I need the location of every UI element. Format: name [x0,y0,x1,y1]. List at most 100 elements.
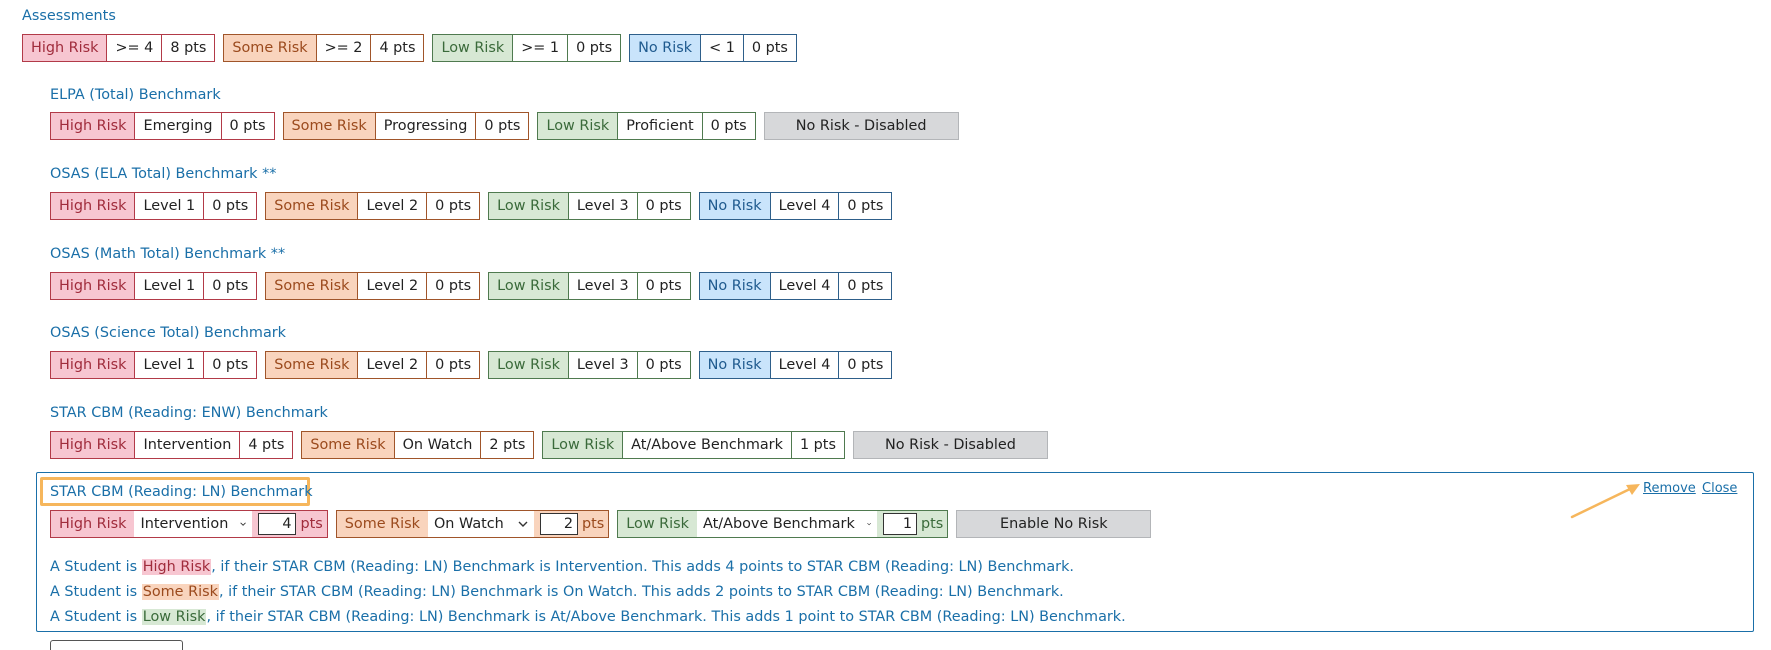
benchmark-points: 0 pts [203,193,256,219]
risk-label: Some Risk [224,35,316,61]
description-suffix: , if their STAR CBM (Reading: LN) Benchm… [206,609,1126,625]
benchmark-high-risk[interactable]: High Risk Emerging 0 pts [50,112,275,140]
benchmark-points: 0 pts [636,193,690,219]
points-unit: pts [921,516,944,532]
benchmark-some-risk[interactable]: Some Risk On Watch 2 pts [301,431,535,459]
benchmark-title[interactable]: OSAS (ELA Total) Benchmark ** [50,166,277,182]
select-value: On Watch [433,516,504,532]
benchmark-points: 0 pts [426,273,479,299]
benchmark-points: 2 pts [480,432,533,458]
risk-description: A Student is High Risk, if their STAR CB… [50,558,1074,576]
benchmark-edit-panel [36,472,1754,632]
benchmark-some-risk[interactable]: Some Risk Level 2 0 pts [265,272,481,300]
some-risk-select[interactable]: On Watch [427,511,534,537]
benchmark-title[interactable]: ELPA (Total) Benchmark [50,87,221,103]
benchmark-points: 0 pts [203,273,256,299]
benchmark-points: 0 pts [636,352,690,378]
benchmark-value: Level 3 [567,193,637,219]
benchmark-high-risk[interactable]: High Risk Level 1 0 pts [50,272,258,300]
benchmark-value: Level 3 [567,352,637,378]
threshold-high-risk[interactable]: High Risk >= 4 8 pts [22,34,216,62]
threshold-condition: >= 4 [106,35,161,61]
benchmark-title[interactable]: OSAS (Math Total) Benchmark ** [50,246,286,262]
benchmark-value: Progressing [374,113,476,139]
benchmark-some-risk[interactable]: Some Risk Level 2 0 pts [265,351,481,379]
benchmark-high-risk[interactable]: High Risk Intervention 4 pts [50,431,294,459]
description-prefix: A Student is [50,584,142,600]
benchmark-points: 0 pts [475,113,528,139]
description-suffix: , if their STAR CBM (Reading: LN) Benchm… [218,584,1064,600]
select-value: Intervention [140,516,229,532]
benchmark-value: Level 4 [769,352,839,378]
benchmark-low-risk[interactable]: Low Risk Level 3 0 pts [488,192,691,220]
risk-label: High Risk [59,516,127,532]
threshold-condition: >= 2 [315,35,371,61]
edit-low-risk: Low Risk At/Above Benchmark pts [617,510,949,538]
benchmark-title[interactable]: OSAS (Science Total) Benchmark [50,325,287,341]
benchmark-value: Proficient [617,113,701,139]
benchmark-high-risk[interactable]: High Risk Level 1 0 pts [50,192,258,220]
risk-description: A Student is Low Risk, if their STAR CBM… [50,608,1126,626]
page-title: Assessments [22,8,116,24]
threshold-condition: < 1 [700,35,743,61]
threshold-low-risk[interactable]: Low Risk >= 1 0 pts [432,34,622,62]
low-risk-points-input[interactable] [883,513,918,535]
risk-badge: Some Risk [141,584,219,600]
enable-no-risk-button[interactable]: Enable No Risk [956,510,1152,538]
edit-panel-title: STAR CBM (Reading: LN) Benchmark [50,484,313,500]
risk-label: Some Risk [302,432,394,458]
select-value: At/Above Benchmark [703,516,855,532]
risk-description: A Student is Some Risk, if their STAR CB… [50,583,1064,601]
edit-some-risk: Some Risk On Watch pts [335,510,610,538]
points-unit: pts [300,516,323,532]
close-link[interactable]: Close [1702,481,1738,496]
benchmark-value: Level 4 [769,273,839,299]
description-prefix: A Student is [50,559,142,575]
benchmark-low-risk[interactable]: Low Risk Level 3 0 pts [488,351,691,379]
no-risk-disabled: No Risk - Disabled [763,112,959,140]
benchmark-row: High Risk Level 1 0 pts Some Risk Level … [50,192,900,220]
risk-label: Low Risk [538,113,618,139]
high-risk-select[interactable]: Intervention [134,511,253,537]
benchmark-value: Level 2 [357,193,426,219]
description-suffix: , if their STAR CBM (Reading: LN) Benchm… [211,559,1075,575]
risk-label: No Risk [699,352,770,378]
benchmark-points: 0 pts [220,113,274,139]
focus-highlight [40,477,310,506]
benchmark-points: 0 pts [838,193,891,219]
risk-label: Some Risk [266,352,358,378]
benchmark-low-risk[interactable]: Low Risk Level 3 0 pts [488,272,691,300]
risk-label: Some Risk [344,516,420,532]
risk-label: No Risk [630,35,701,61]
risk-label: High Risk [51,273,135,299]
benchmark-value: Intervention [134,432,239,458]
some-risk-points-input[interactable] [539,513,578,535]
benchmark-title[interactable]: STAR CBM (Reading: ENW) Benchmark [50,405,328,421]
threshold-some-risk[interactable]: Some Risk >= 2 4 pts [223,34,425,62]
risk-label: High Risk [51,432,135,458]
benchmark-high-risk[interactable]: High Risk Level 1 0 pts [50,351,258,379]
benchmark-row: High Risk Level 1 0 pts Some Risk Level … [50,351,900,379]
risk-label: Some Risk [266,273,358,299]
benchmark-some-risk[interactable]: Some Risk Progressing 0 pts [282,112,530,140]
partial-button[interactable] [50,640,183,650]
high-risk-points-input[interactable] [258,513,297,535]
remove-link[interactable]: Remove [1643,481,1696,496]
benchmark-low-risk[interactable]: Low Risk Proficient 0 pts [537,112,756,140]
threshold-no-risk[interactable]: No Risk < 1 0 pts [629,34,797,62]
benchmark-no-risk[interactable]: No Risk Level 4 0 pts [698,192,893,220]
benchmark-value: Emerging [134,113,220,139]
benchmark-low-risk[interactable]: Low Risk At/Above Benchmark 1 pts [542,431,845,459]
benchmark-points: 0 pts [838,273,891,299]
low-risk-select[interactable]: At/Above Benchmark [697,511,878,537]
threshold-points: 8 pts [161,35,214,61]
risk-label: Low Risk [489,352,568,378]
benchmark-no-risk[interactable]: No Risk Level 4 0 pts [698,351,893,379]
benchmark-value: Level 3 [567,273,637,299]
benchmark-points: 0 pts [203,352,256,378]
benchmark-no-risk[interactable]: No Risk Level 4 0 pts [698,272,893,300]
threshold-points: 0 pts [567,35,620,61]
benchmark-some-risk[interactable]: Some Risk Level 2 0 pts [265,192,481,220]
risk-label: Low Risk [626,516,690,532]
benchmark-points: 0 pts [838,352,891,378]
